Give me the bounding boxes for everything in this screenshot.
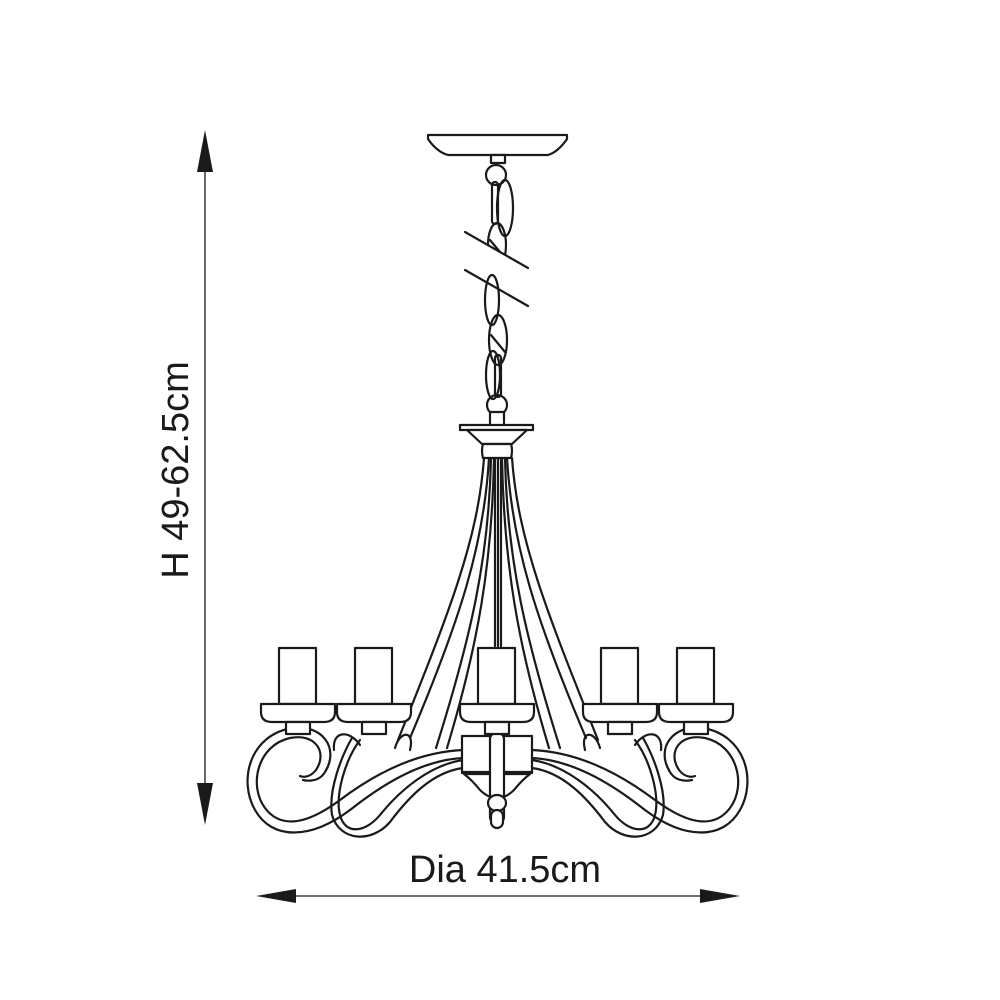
arrow-up-icon bbox=[197, 130, 213, 172]
central-hub-top bbox=[458, 423, 535, 460]
height-label: H 49-62.5cm bbox=[155, 361, 197, 579]
left-scroll-arms bbox=[246, 726, 465, 838]
right-scroll-arms bbox=[530, 726, 749, 838]
arrow-right-icon bbox=[700, 889, 740, 903]
candle-5 bbox=[657, 646, 735, 736]
diameter-dimension bbox=[256, 889, 740, 903]
central-body bbox=[460, 731, 534, 830]
chain bbox=[463, 163, 530, 428]
height-dimension bbox=[197, 130, 213, 825]
candle-2 bbox=[335, 646, 413, 736]
ceiling-canopy bbox=[426, 133, 569, 165]
arrow-down-icon bbox=[197, 783, 213, 825]
candle-1 bbox=[259, 646, 337, 736]
candle-4 bbox=[581, 646, 659, 736]
diameter-label: Dia 41.5cm bbox=[409, 849, 601, 891]
arms bbox=[396, 456, 600, 750]
candle-3 bbox=[458, 646, 536, 736]
arrow-left-icon bbox=[256, 889, 296, 903]
